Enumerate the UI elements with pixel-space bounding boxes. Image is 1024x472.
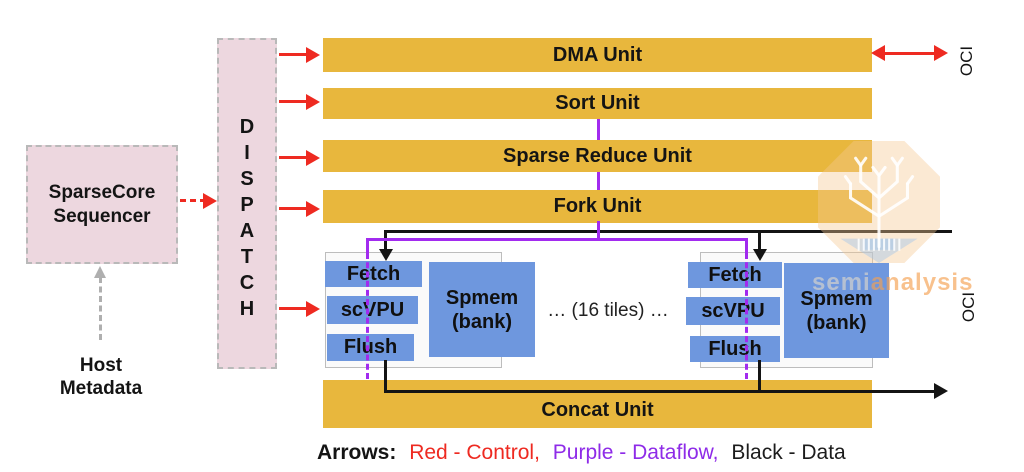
oci-right-text: OCI bbox=[959, 291, 978, 323]
dispatch-letter: I bbox=[244, 141, 250, 164]
control-arrow-tile-line bbox=[279, 307, 308, 310]
arrows-legend: Arrows: Red - Control, Purple - Dataflow… bbox=[317, 441, 846, 465]
data-arrow-oci-head bbox=[934, 383, 948, 399]
dma-unit-label: DMA Unit bbox=[552, 43, 643, 66]
control-arrow-dma-oci-line bbox=[882, 52, 936, 55]
sparsecore-sequencer-label: SparseCore Sequencer bbox=[28, 147, 176, 262]
fetch-label: Fetch bbox=[708, 263, 762, 286]
data-line-oci-to-fetch bbox=[384, 230, 952, 233]
dispatch-label: D I S P A T C H bbox=[219, 54, 275, 381]
spmem-label-line1: Spmem bbox=[800, 287, 873, 310]
fork-unit-label: Fork Unit bbox=[553, 195, 642, 217]
sequencer-label-line2: Sequencer bbox=[53, 205, 151, 227]
legend-red-control: Red - Control, bbox=[409, 441, 540, 464]
concat-unit-label: Concat Unit bbox=[541, 398, 654, 421]
legend-black-data: Black - Data bbox=[731, 441, 846, 464]
dispatch-letter: P bbox=[240, 193, 254, 216]
fetch-box-left: Fetch bbox=[325, 261, 422, 287]
host-metadata-label: Host Metadata bbox=[40, 354, 162, 400]
control-arrow-dma-oci-left-head bbox=[871, 45, 885, 61]
spmem-box-right: Spmem (bank) bbox=[784, 263, 889, 358]
legend-prefix: Arrows: bbox=[317, 441, 397, 464]
legend-purple-dataflow: Purple - Dataflow, bbox=[552, 441, 719, 464]
dataflow-line-left-tile-stub bbox=[366, 238, 369, 253]
flush-box-right: Flush bbox=[690, 336, 780, 362]
control-arrow-dma-line bbox=[279, 53, 308, 56]
dispatch-letter: A bbox=[239, 219, 255, 242]
host-metadata-line2: Metadata bbox=[59, 378, 143, 399]
flush-label: Flush bbox=[708, 337, 762, 360]
scvpu-label: scVPU bbox=[340, 298, 405, 321]
oci-label-right: OCI bbox=[959, 282, 979, 332]
unit-bar-dma: DMA Unit bbox=[323, 38, 872, 72]
dataflow-line-sparse-reduce-to-fork bbox=[597, 172, 600, 190]
sort-unit-label: Sort Unit bbox=[555, 92, 640, 114]
scvpu-box-right: scVPU bbox=[686, 297, 780, 325]
dataflow-line-right-tile-stub bbox=[745, 238, 748, 253]
oci-top-text: OCI bbox=[957, 45, 976, 77]
dispatch-box: D I S P A T C H bbox=[217, 38, 277, 369]
dataflow-line-right-tile-to-concat bbox=[745, 253, 748, 379]
control-arrow-dma-head bbox=[306, 47, 320, 63]
data-arrow-left-fetch-head bbox=[379, 249, 393, 261]
host-metadata-line1: Host bbox=[79, 355, 123, 376]
dispatch-letter: D bbox=[239, 115, 255, 138]
control-arrow-tile-head bbox=[306, 301, 320, 317]
control-arrow-sequencer-to-dispatch bbox=[180, 199, 206, 202]
spmem-label-line2: (bank) bbox=[806, 311, 867, 334]
host-metadata-arrow-line bbox=[99, 277, 102, 340]
flush-label: Flush bbox=[343, 336, 398, 358]
control-arrow-dma-oci-right-head bbox=[934, 45, 948, 61]
dataflow-line-sort-to-sparse-reduce bbox=[597, 119, 600, 140]
scvpu-label: scVPU bbox=[701, 299, 765, 322]
data-arrow-right-fetch-head bbox=[753, 249, 767, 261]
unit-bar-sparse-reduce: Sparse Reduce Unit bbox=[323, 140, 872, 172]
spmem-box-left: Spmem (bank) bbox=[429, 262, 535, 357]
scvpu-box-left: scVPU bbox=[327, 296, 418, 324]
dispatch-letter: H bbox=[239, 297, 255, 320]
dispatch-letter: S bbox=[240, 167, 254, 190]
data-line-right-fetch-drop bbox=[758, 230, 761, 251]
oci-label-top: OCI bbox=[957, 36, 977, 86]
dataflow-line-left-tile-to-concat bbox=[366, 253, 369, 379]
sequencer-label-line1: SparseCore bbox=[48, 181, 156, 203]
sparsecore-sequencer-box: SparseCore Sequencer bbox=[26, 145, 178, 264]
host-metadata-arrow-head bbox=[94, 266, 106, 278]
control-arrow-fork-head bbox=[306, 201, 320, 217]
data-line-right-flush-drop bbox=[758, 360, 761, 393]
unit-bar-sort: Sort Unit bbox=[323, 88, 872, 119]
unit-bar-concat: Concat Unit bbox=[323, 380, 872, 428]
dataflow-line-fork-horizontal bbox=[366, 238, 748, 241]
control-arrow-sparse-reduce-line bbox=[279, 156, 308, 159]
flush-box-left: Flush bbox=[327, 334, 414, 361]
tiles-ellipsis-label: … (16 tiles) … bbox=[547, 300, 669, 321]
dataflow-line-fork-drop bbox=[597, 221, 600, 238]
control-arrow-sequencer-head bbox=[203, 193, 217, 209]
data-line-flush-to-oci bbox=[384, 390, 936, 393]
unit-bar-fork: Fork Unit bbox=[323, 190, 872, 223]
dispatch-letter: T bbox=[240, 245, 254, 268]
control-arrow-fork-line bbox=[279, 207, 308, 210]
spmem-label-line1: Spmem bbox=[445, 286, 519, 309]
dispatch-letter: C bbox=[239, 271, 255, 294]
control-arrow-sort-line bbox=[279, 100, 308, 103]
control-arrow-sort-head bbox=[306, 94, 320, 110]
fetch-label: Fetch bbox=[346, 262, 401, 285]
spmem-label-line2: (bank) bbox=[452, 310, 512, 333]
fetch-box-right: Fetch bbox=[688, 262, 782, 288]
control-arrow-sparse-reduce-head bbox=[306, 150, 320, 166]
sparse-reduce-unit-label: Sparse Reduce Unit bbox=[503, 144, 692, 167]
data-line-left-flush-drop bbox=[384, 360, 387, 393]
